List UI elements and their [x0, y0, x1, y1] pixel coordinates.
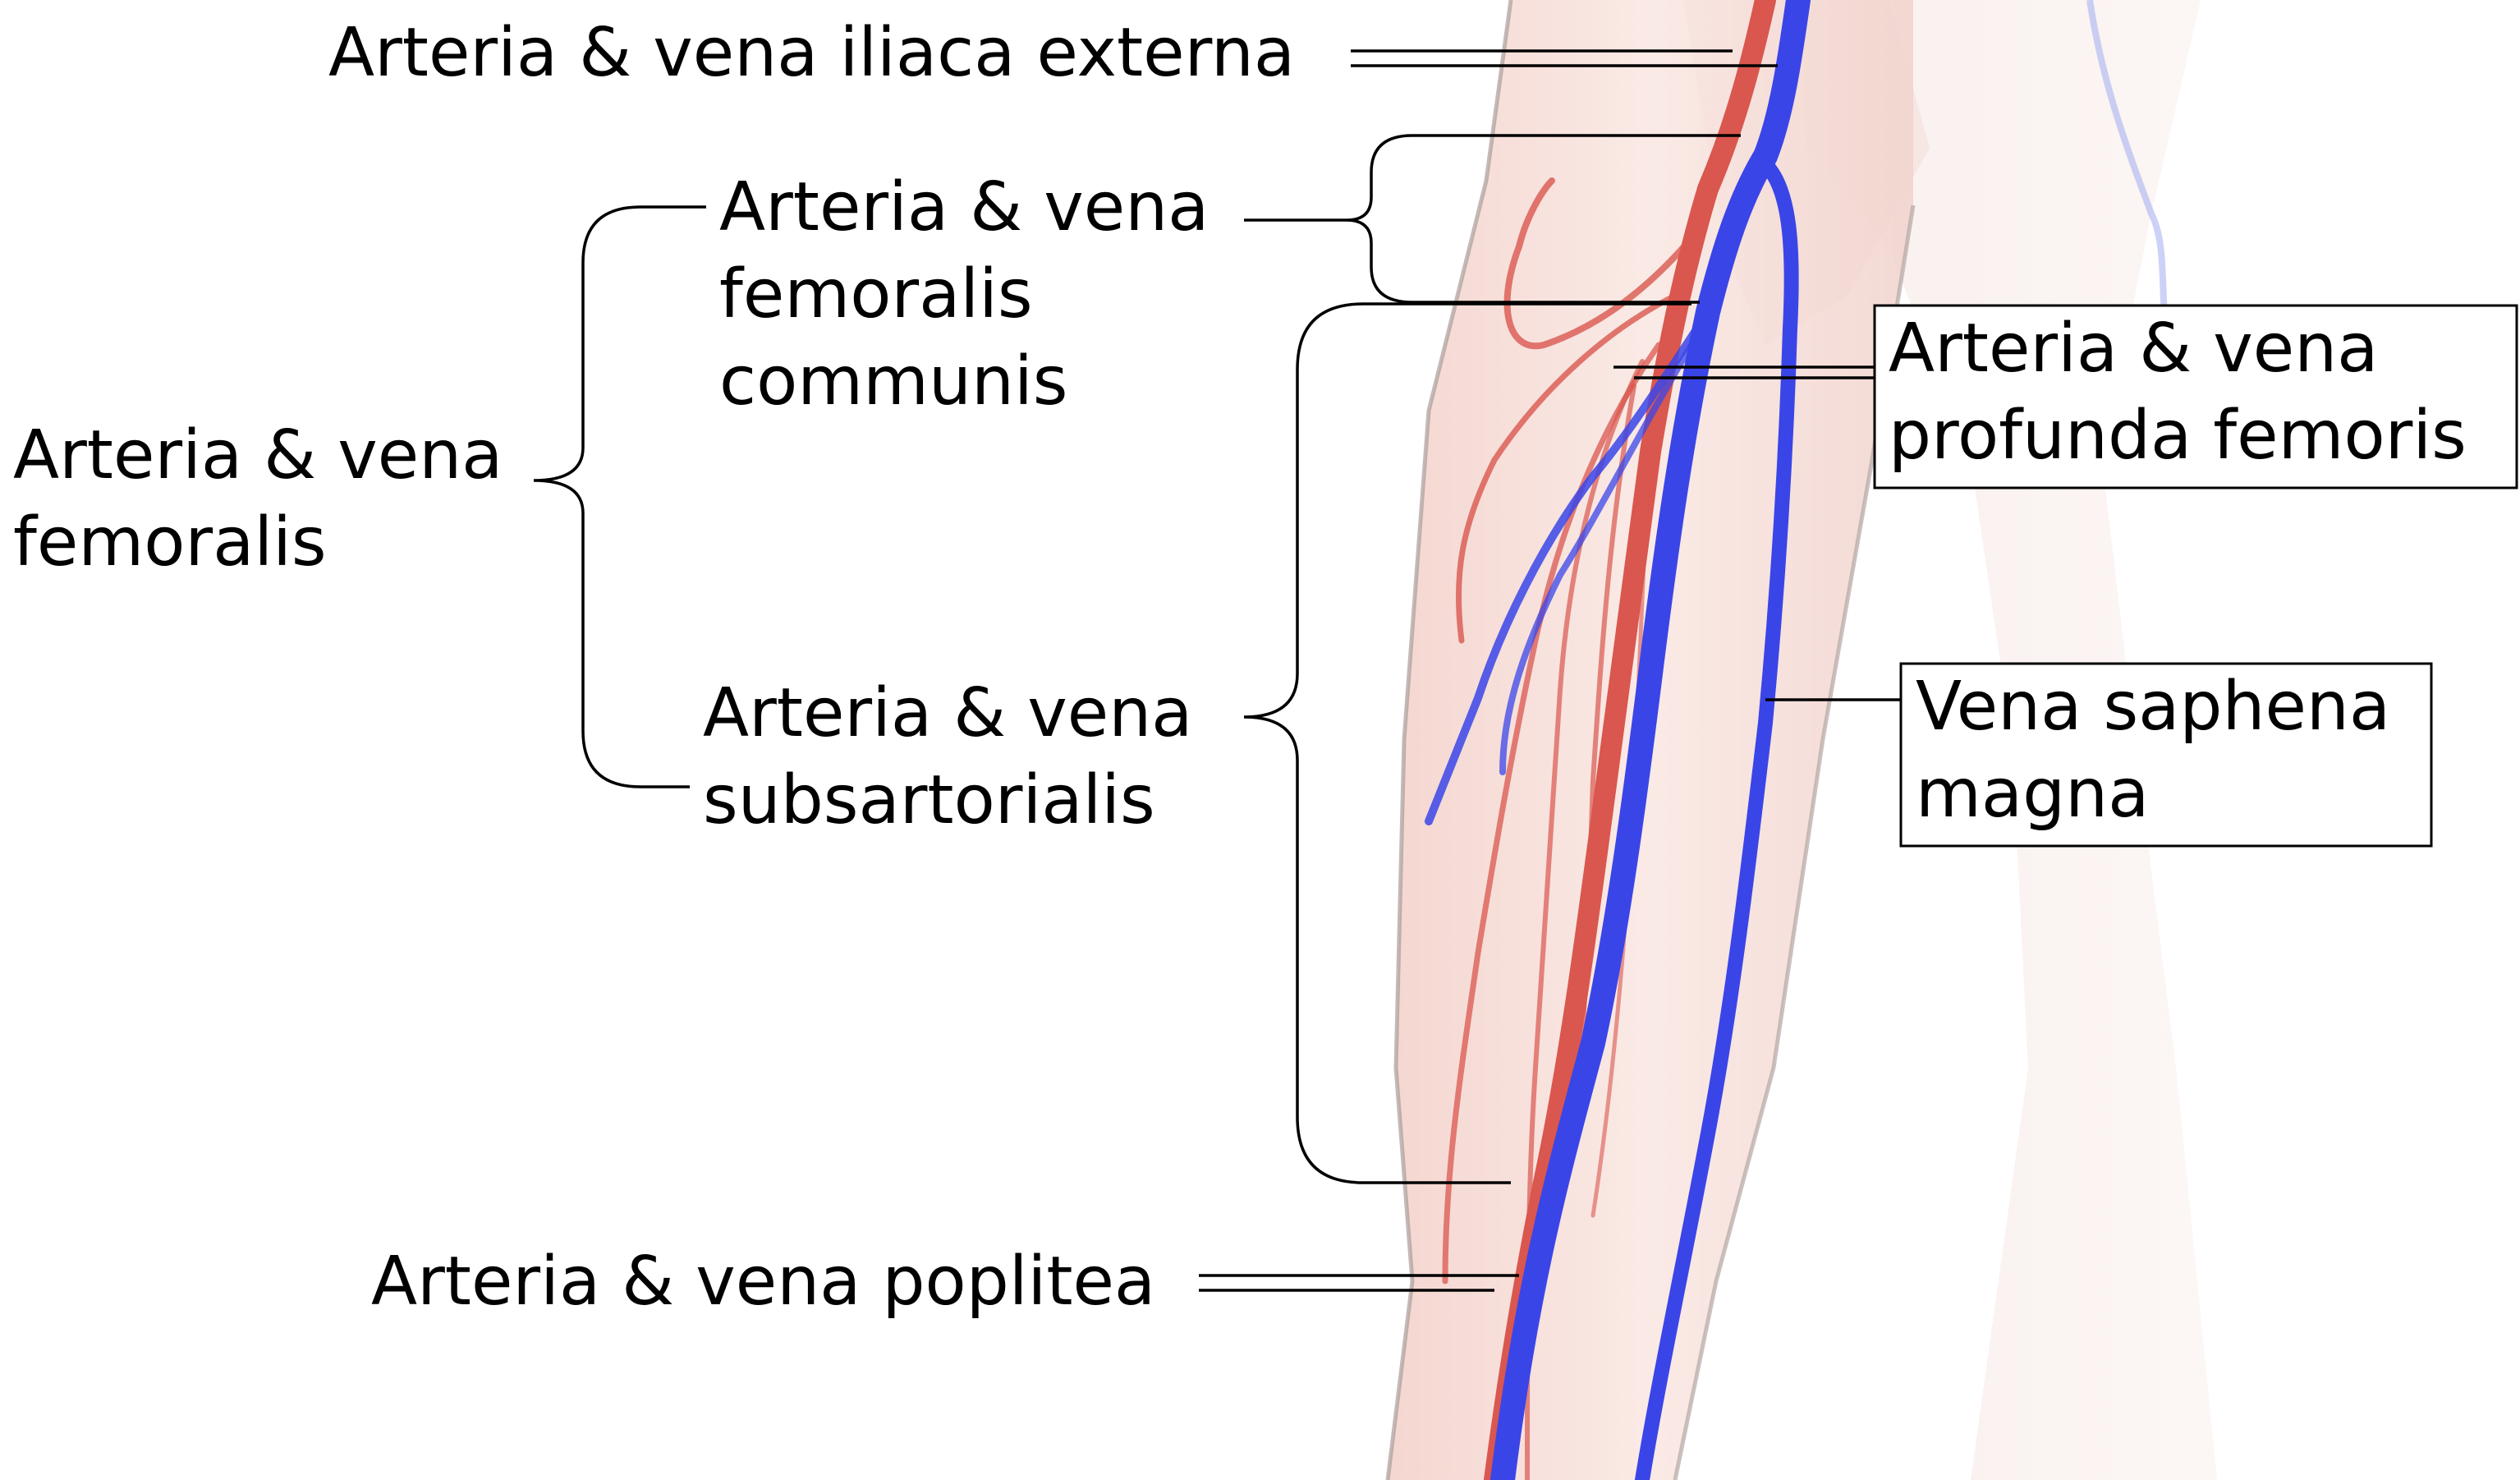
- leader-poplitea: [1199, 1274, 1519, 1292]
- svg-text:Arteria & vena: Arteria & vena: [703, 674, 1192, 752]
- label-subsartorialis: Arteria & vena subsartorialis: [703, 674, 1192, 839]
- box-saphena-magna: [1899, 662, 2433, 848]
- leader-profunda-femoris: [1613, 365, 1875, 379]
- svg-text:femoralis: femoralis: [13, 503, 327, 581]
- leader-iliaca-externa: [1351, 49, 1778, 67]
- label-profunda-femoris: Arteria & vena profunda femoris: [1873, 304, 2518, 490]
- svg-text:magna: magna: [1916, 755, 2149, 833]
- svg-text:femoralis: femoralis: [719, 255, 1033, 333]
- label-femoralis-communis: Arteria & vena femoralis communis: [719, 168, 1209, 421]
- svg-text:Vena saphena: Vena saphena: [1916, 668, 2390, 746]
- brace-femoralis: [533, 205, 706, 788]
- svg-text:subsartorialis: subsartorialis: [703, 761, 1155, 839]
- brace-femoralis-communis: [1244, 134, 1741, 304]
- svg-text:Arteria & vena: Arteria & vena: [1889, 310, 2378, 388]
- vein-paths: [1425, 0, 1811, 1480]
- label-femoralis: Arteria & vena femoralis: [13, 416, 503, 581]
- other-leg-vein: [2086, 0, 2171, 346]
- labels: Arteria & vena iliaca externa Arteria & …: [13, 14, 2518, 1321]
- svg-text:communis: communis: [719, 342, 1067, 421]
- svg-text:profunda femoris: profunda femoris: [1889, 397, 2467, 475]
- svg-text:Arteria & vena: Arteria & vena: [719, 168, 1209, 246]
- label-saphena-magna: Vena saphena magna: [1899, 662, 2433, 848]
- brace-subsartorialis: [1243, 302, 1691, 1184]
- box-profunda-femoris: [1873, 304, 2518, 490]
- svg-text:Arteria & vena: Arteria & vena: [13, 416, 503, 494]
- leader-lines: [533, 49, 1901, 1292]
- label-iliaca-externa: Arteria & vena iliaca externa: [328, 14, 1295, 92]
- thigh-outline: [1385, 0, 1513, 1480]
- label-poplitea: Arteria & vena poplitea: [371, 1243, 1155, 1321]
